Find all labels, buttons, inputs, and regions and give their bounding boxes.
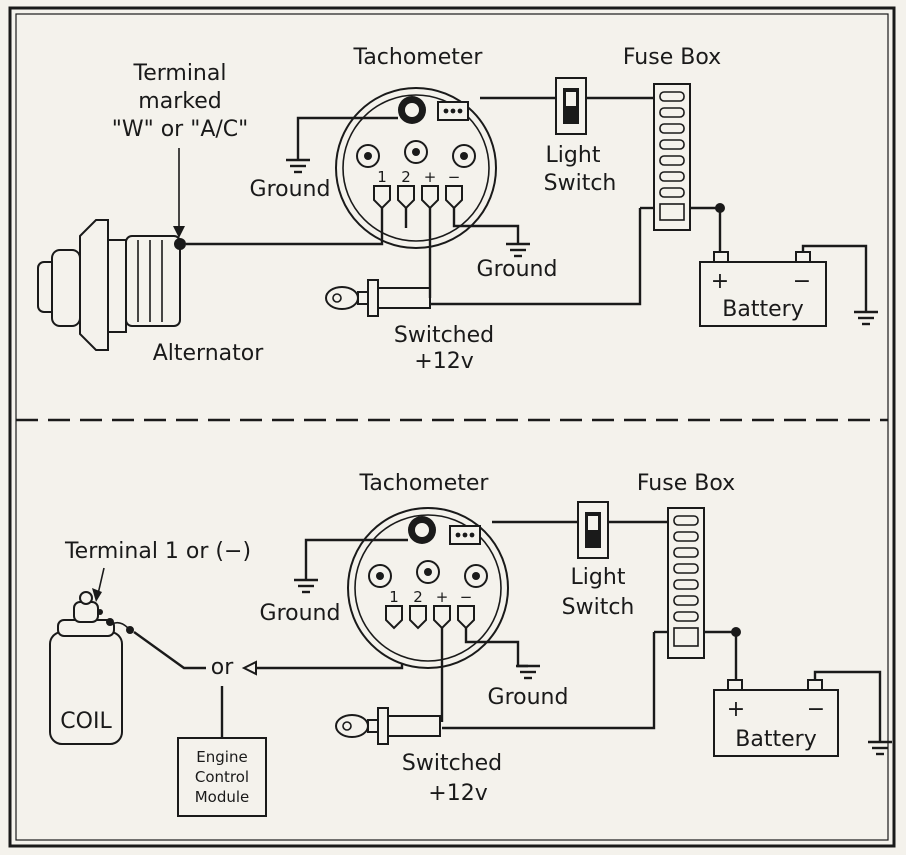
top-light-switch-icon [555,77,587,135]
top-wire-fuse-to-battery [690,206,722,252]
bottom-section: Terminal 1 or (−) Tachometer Fuse Box Li… [49,471,892,817]
top-switched-label-2: +12v [414,349,473,374]
bottom-wire-tach-ground [304,538,408,580]
ecm-label-1: Engine [196,748,247,766]
bottom-terminal-label: Terminal 1 or (−) [64,539,251,564]
top-light-switch-label-1: Light [546,143,601,168]
top-battery-label: Battery [722,297,803,322]
top-junction-dot [715,203,725,213]
bottom-wire-fuse-to-key [442,632,656,730]
top-battery-plus: + [711,269,729,294]
top-ground-right-label: Ground [477,257,558,282]
bottom-pin-1: 1 [389,588,399,606]
top-pin-1: 1 [377,168,387,186]
top-ground-left-icon [286,158,310,174]
bottom-light-switch-label-1: Light [571,565,626,590]
bottom-ground-left-label: Ground [260,601,341,626]
top-battery-icon: + − Battery [699,251,827,327]
top-pin-minus: − [448,168,461,186]
top-section: Terminal marked "W" or "A/C" Tachometer … [37,45,878,374]
top-wire-battery-ground [801,244,868,312]
bottom-battery-plus: + [727,697,745,722]
ecm-label-3: Module [195,788,250,806]
top-terminal-arrow-head [173,226,185,238]
bottom-or-arrow-head [241,660,257,676]
top-battery-minus: − [793,269,811,294]
bottom-pin-2: 2 [413,588,423,606]
top-pin-2: 2 [401,168,411,186]
bottom-ground-right-icon [516,664,540,680]
bottom-ground-left-icon [294,578,318,594]
top-tachometer-label: Tachometer [353,45,484,70]
bottom-tachometer-icon: 1 2 + − [347,507,509,669]
bottom-fuse-box-icon [667,507,705,659]
top-terminal-label-1: Terminal [133,61,227,86]
coil-label: COIL [60,709,112,734]
bottom-terminal-arrow-line [97,567,105,595]
bottom-switched-label-1: Switched [402,751,502,776]
bottom-ground-battery-icon [868,740,892,756]
bottom-ground-right-label: Ground [488,685,569,710]
top-pin-plus: + [424,168,437,186]
bottom-switched-label-2: +12v [428,781,487,806]
bottom-tachometer-label: Tachometer [359,471,490,496]
top-tachometer-icon: 1 2 + − [335,87,497,249]
bottom-or-label: or [211,655,234,680]
ecm-label-2: Control [195,768,249,786]
bottom-ignition-key-icon [335,707,441,745]
bottom-pin-minus: − [460,588,473,606]
top-switched-label-1: Switched [394,323,494,348]
top-light-switch-label-2: Switch [544,171,617,196]
top-wire-minus-ground [452,208,520,244]
bottom-wire-battery-ground [813,670,882,742]
bottom-battery-label: Battery [735,727,816,752]
top-wire-tach-ground [296,116,398,160]
top-wire-alt-to-tach [186,208,384,246]
top-ignition-key-icon [325,279,431,317]
bottom-battery-minus: − [807,697,825,722]
bottom-light-switch-label-2: Switch [562,595,635,620]
bottom-wire-fuse-to-battery [704,630,738,680]
alternator-label: Alternator [153,341,264,366]
bottom-pin-plus: + [436,588,449,606]
bottom-terminal-arrow-head [92,588,102,602]
top-fuse-box-label: Fuse Box [623,45,721,70]
outer-frame [8,6,896,848]
bottom-light-switch-icon [577,501,609,559]
top-ground-left-label: Ground [250,177,331,202]
top-terminal-label-2: marked [138,89,221,114]
ecm-box: Engine Control Module [177,737,267,817]
bottom-junction-dot [731,627,741,637]
bottom-wire-coil-to-or [133,631,206,670]
top-ground-battery-icon [854,310,878,326]
alternator-icon [37,219,186,351]
top-fuse-box-icon [653,83,691,231]
bottom-battery-icon: + − Battery [713,679,839,757]
top-wire-fuse-to-key [430,208,642,306]
top-ground-right-icon [506,242,530,258]
top-terminal-label-3: "W" or "A/C" [112,117,249,142]
inner-frame [15,13,889,841]
bottom-fuse-box-label: Fuse Box [637,471,735,496]
coil-icon: COIL [49,591,134,745]
